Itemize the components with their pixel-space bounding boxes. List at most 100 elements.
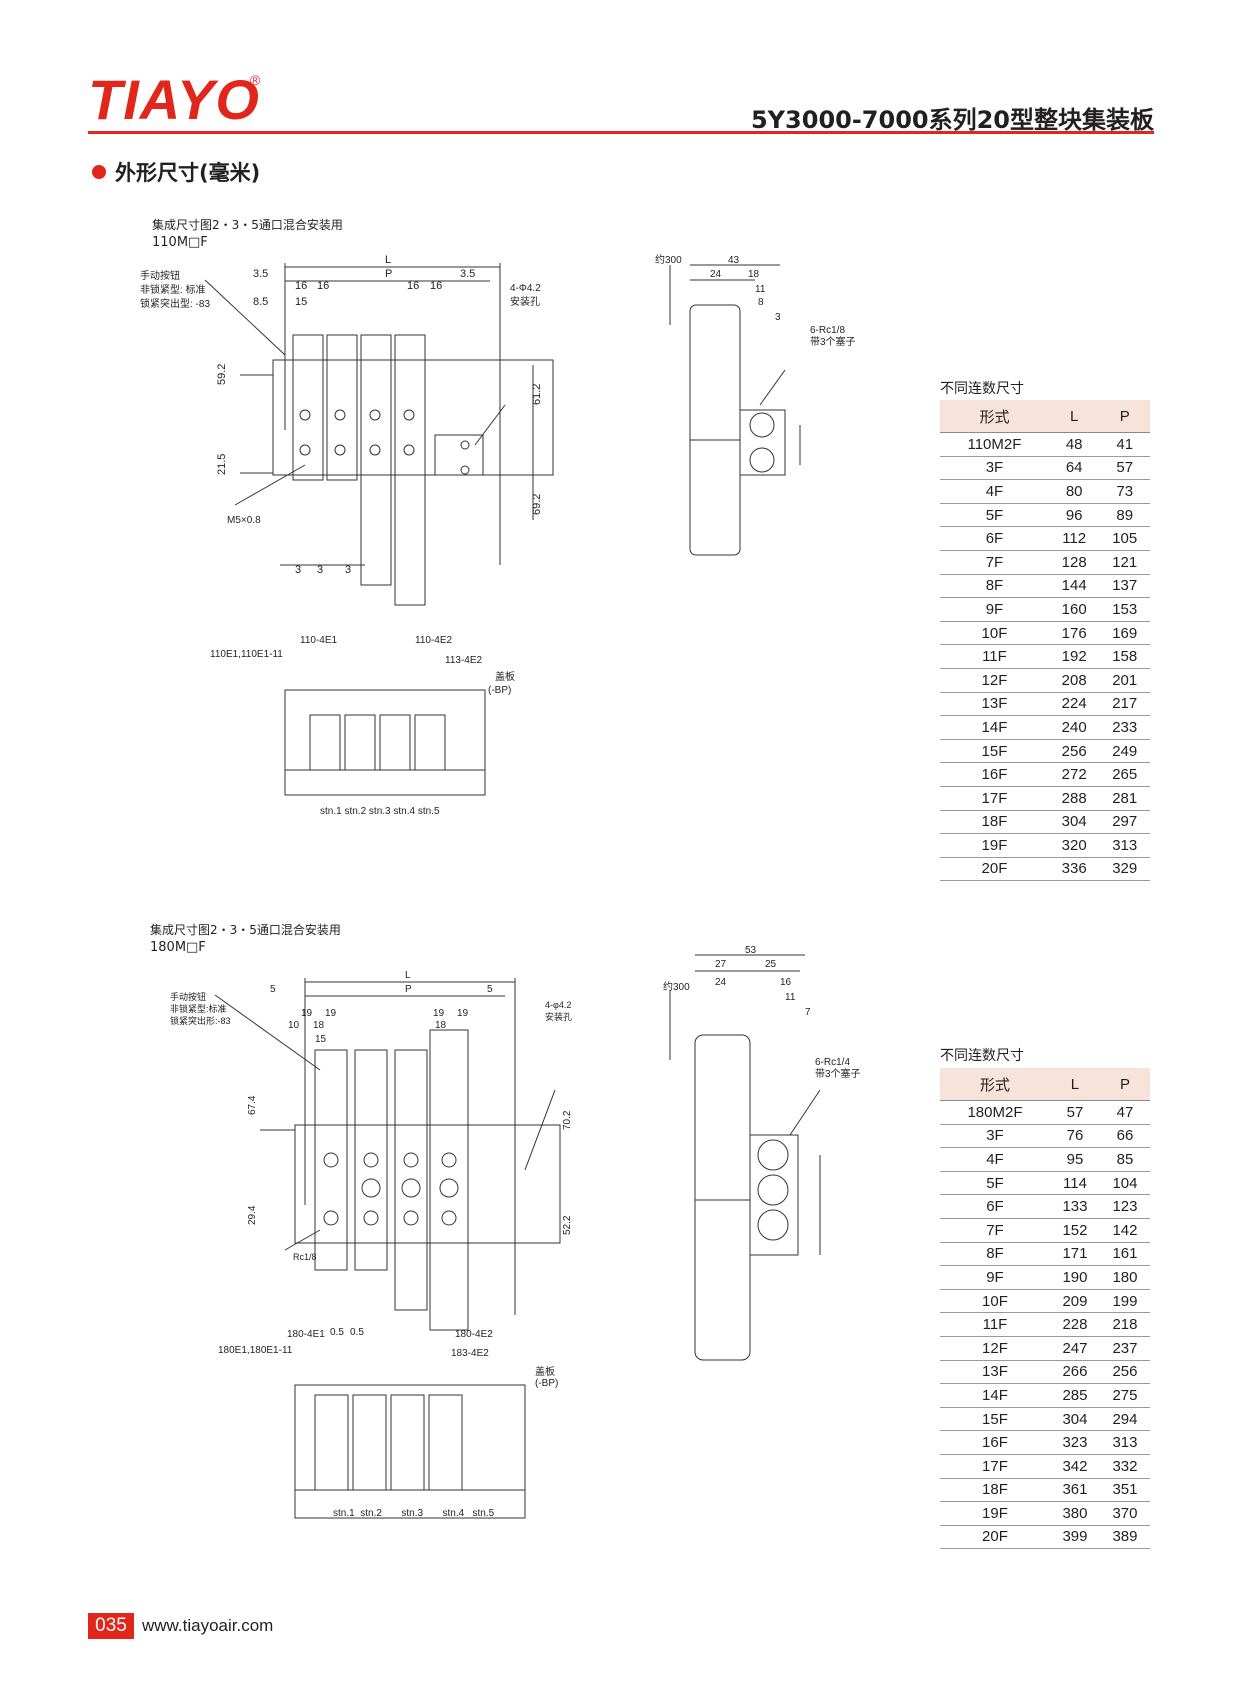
cell-form: 14F [940,715,1049,740]
label-holes-180-2: 安装孔 [545,1011,572,1022]
cell-l: 266 [1049,1360,1100,1385]
label-cover-180: 盖板 [535,1365,555,1378]
registered-mark: ® [250,72,261,88]
cell-p: 294 [1099,1407,1150,1432]
cell-p: 153 [1099,597,1150,622]
svg-text:3.5: 3.5 [253,268,268,280]
cell-form: 11F [940,1312,1050,1337]
svg-text:15: 15 [315,1034,327,1045]
cell-l: 133 [1049,1194,1100,1219]
svg-text:70.2: 70.2 [562,1110,573,1130]
cell-l: 57 [1049,1100,1100,1125]
label-e2: 110-4E2 [415,635,453,646]
drawing-180-caption: 集成尺寸图2・3・5通口混合安装用 180M□F [150,922,341,956]
svg-text:11: 11 [785,992,796,1003]
col-header-p: P [1099,400,1150,433]
label-plug-180: 带3个塞子 [815,1067,861,1080]
svg-text:8: 8 [758,297,764,308]
cell-p: 199 [1099,1289,1150,1314]
cell-form: 10F [940,621,1049,646]
col-header-p: P [1099,1068,1150,1101]
cell-l: 114 [1049,1171,1100,1196]
svg-text:19: 19 [433,1008,445,1019]
cell-form: 7F [940,550,1049,575]
page-number: 035 [88,1613,134,1639]
label-lock-180: 锁紧突出形:-83 [170,1015,231,1026]
label-cover-180-2: (-BP) [535,1378,559,1389]
svg-text:16: 16 [317,280,329,292]
label-holes: 4-Φ4.2 [510,283,541,294]
cell-form: 12F [940,1336,1050,1361]
svg-text:43: 43 [728,255,740,266]
svg-text:18: 18 [435,1020,447,1031]
svg-text:18: 18 [748,269,760,280]
cell-p: 217 [1099,692,1150,717]
cell-l: 320 [1048,833,1100,858]
cell-p: 41 [1099,432,1150,457]
cell-form: 19F [940,1501,1050,1526]
label-e1b: 110E1,110E1-11 [210,649,283,660]
cell-p: 281 [1099,786,1150,811]
cell-l: 64 [1048,456,1100,481]
cell-p: 180 [1099,1265,1150,1290]
svg-text:16: 16 [780,977,792,988]
label-thread-180: Rc1/8 [293,1252,317,1262]
cell-l: 128 [1048,550,1100,575]
cell-form: 7F [940,1218,1050,1243]
svg-text:16: 16 [295,280,307,292]
svg-text:15: 15 [295,296,307,308]
cell-l: 171 [1049,1242,1100,1267]
svg-text:19: 19 [325,1008,337,1019]
svg-text:69.2: 69.2 [531,494,543,515]
svg-text:16: 16 [430,280,442,292]
cell-form: 13F [940,692,1049,717]
cell-p: 158 [1099,644,1150,669]
cell-p: 370 [1099,1501,1150,1526]
drawing-110-model: 110M□F [152,235,208,250]
cell-l: 208 [1048,668,1100,693]
cell-l: 192 [1048,644,1100,669]
cell-l: 80 [1048,479,1100,504]
svg-text:67.4: 67.4 [247,1095,258,1115]
svg-text:3: 3 [345,564,351,576]
cell-l: 209 [1049,1289,1100,1314]
header-divider [88,131,1154,134]
cell-p: 142 [1099,1218,1150,1243]
cell-p: 256 [1099,1360,1150,1385]
cell-l: 380 [1049,1501,1100,1526]
cell-l: 190 [1049,1265,1100,1290]
svg-text:8.5: 8.5 [253,296,268,308]
cell-l: 399 [1049,1525,1100,1550]
col-header-l: L [1049,1068,1100,1101]
cell-form: 8F [940,1242,1050,1267]
drawing-180-model: 180M□F [150,940,206,955]
cell-p: 66 [1099,1124,1150,1149]
page-title: 5Y3000-7000系列20型整块集装板 [750,106,1154,134]
website-url: www.tiayoair.com [142,1616,274,1635]
label-wire: 约300 [655,253,682,266]
label-e2-180: 180-4E2 [455,1329,493,1340]
cell-form: 3F [940,1124,1050,1149]
cell-form: 5F [940,503,1049,528]
svg-text:3.5: 3.5 [460,268,475,280]
cell-p: 313 [1099,1430,1150,1455]
cell-p: 89 [1099,503,1150,528]
